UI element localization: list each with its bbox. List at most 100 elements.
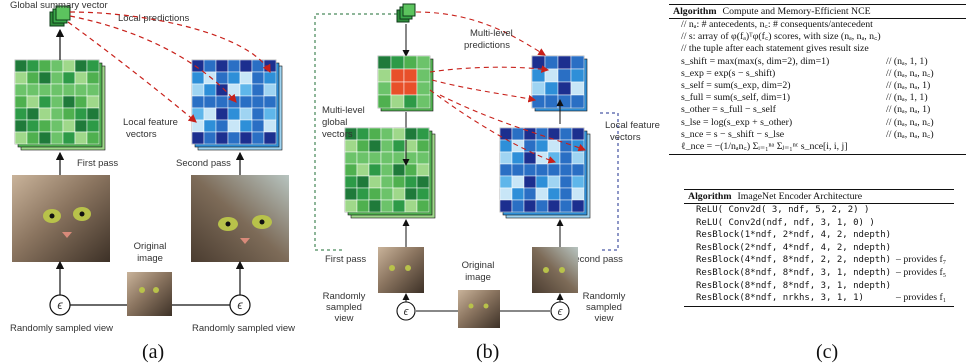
- feature-cell: [50, 107, 64, 121]
- nce-annotation: // (nₐ, 1, 1): [886, 92, 928, 104]
- feature-cell: [38, 119, 52, 133]
- nce-line: s_lse = log(s_exp + s_other)// (nₐ, nₐ, …: [669, 117, 966, 129]
- feature-cell: [263, 95, 277, 109]
- feature-cell: [570, 68, 585, 83]
- feature-cell: [368, 151, 382, 165]
- global-summary-vector-cube: [49, 5, 71, 27]
- feature-cell: [14, 83, 28, 97]
- feature-cell: [499, 187, 513, 201]
- epsilon-node-right: [229, 294, 251, 316]
- feature-cell: [404, 175, 418, 189]
- feature-cell: [511, 187, 525, 201]
- feature-cell: [557, 55, 572, 70]
- feature-cell: [215, 71, 229, 85]
- nce-line: s_exp = exp(s − s_shift)// (nₐ, nₐ, n꜀): [669, 68, 966, 80]
- feature-cell: [570, 55, 585, 70]
- feature-cell: [191, 95, 205, 109]
- feature-cell: [404, 151, 418, 165]
- feature-cell: [251, 131, 265, 145]
- feature-cell: [14, 59, 28, 73]
- feature-cell: [547, 163, 561, 177]
- feature-cell: [416, 175, 430, 189]
- caption-b: (b): [476, 341, 499, 363]
- b-cat-photo-original: [458, 290, 500, 328]
- nce-annotation: // (nₐ, nₐ, n꜀): [886, 116, 934, 128]
- feature-cell: [62, 83, 76, 97]
- feature-cell: [547, 187, 561, 201]
- nce-line: s_self = sum(s_exp, dim=2)// (nₐ, nₐ, 1): [669, 80, 966, 92]
- feature-cell: [368, 139, 382, 153]
- feature-cell: [251, 71, 265, 85]
- feature-cell: [377, 94, 392, 109]
- feature-cell: [86, 95, 100, 109]
- feature-cell: [26, 131, 40, 145]
- nce-line: ℓ_nce = −(1/nₐn꜀) Σᵢ₌₁ⁿᵃ Σⱼ₌₁ⁿᶜ s_nce[i,…: [669, 141, 966, 153]
- feature-cell: [239, 119, 253, 133]
- feature-cell: [511, 151, 525, 165]
- feature-cell: [74, 95, 88, 109]
- b-cat-photo-left: [378, 247, 424, 293]
- feature-cell: [215, 107, 229, 121]
- feature-cell: [499, 163, 513, 177]
- feature-cell: [511, 175, 525, 189]
- feature-cell: [86, 83, 100, 97]
- feature-cell: [511, 127, 525, 141]
- nce-code: s_shift = max(max(s, dim=2), dim=1): [681, 55, 830, 67]
- feature-cell: [356, 175, 370, 189]
- feature-cell: [74, 71, 88, 85]
- feature-cell: [203, 119, 217, 133]
- feature-cell: [227, 131, 241, 145]
- feature-cell: [531, 94, 546, 109]
- sampled-view-left-label: Randomly sampled view: [10, 323, 113, 334]
- feature-cell: [571, 151, 585, 165]
- feature-cell: [404, 127, 418, 141]
- feature-cell: [26, 59, 40, 73]
- nce-line: s_other = s_full − s_self// (nₐ, nₐ, 1): [669, 104, 966, 116]
- sampled-view-right-label: Randomly sampled view: [192, 323, 295, 334]
- feature-cell: [344, 139, 358, 153]
- feature-cell: [392, 163, 406, 177]
- feature-cell: [570, 94, 585, 109]
- feature-cell: [535, 163, 549, 177]
- feature-cell: [535, 127, 549, 141]
- feature-cell: [416, 199, 430, 213]
- feature-cell: [390, 81, 405, 96]
- feature-cell: [559, 127, 573, 141]
- feature-cell: [544, 94, 559, 109]
- feature-cell: [523, 139, 537, 153]
- feature-cell: [203, 131, 217, 145]
- b-epsilon-right: ϵ: [558, 306, 563, 318]
- encoder-line: ResBlock(8*ndf, 8*ndf, 3, 1, ndepth): [684, 280, 954, 293]
- encoder-code: ResBlock(8*ndf, 8*ndf, 3, 1, ndepth): [696, 280, 892, 291]
- feature-cell: [26, 71, 40, 85]
- feature-cell: [74, 119, 88, 133]
- feature-cell: [392, 187, 406, 201]
- feature-cell: [14, 95, 28, 109]
- feature-cell: [62, 59, 76, 73]
- epsilon-node-left: [49, 294, 71, 316]
- feature-cell: [368, 199, 382, 213]
- feature-cell: [368, 175, 382, 189]
- feature-cell: [227, 71, 241, 85]
- feature-cell: [416, 68, 431, 83]
- feature-cell: [416, 163, 430, 177]
- nce-code: ℓ_nce = −(1/nₐn꜀) Σᵢ₌₁ⁿᵃ Σⱼ₌₁ⁿᶜ s_nce[i,…: [681, 141, 848, 153]
- feature-cell: [14, 107, 28, 121]
- feature-cell: [535, 151, 549, 165]
- feature-cell: [14, 119, 28, 133]
- feature-cell: [50, 71, 64, 85]
- encoder-annotation: – provides f₁: [896, 292, 947, 304]
- feature-cell: [390, 94, 405, 109]
- feature-cell: [239, 71, 253, 85]
- global-summary-vector-label: Global summary vector: [10, 0, 108, 11]
- feature-cell: [50, 131, 64, 145]
- nce-line: // nₐ: # antecedents, n꜀: # consequents/…: [669, 19, 966, 31]
- feature-cell: [392, 127, 406, 141]
- feature-cell: [251, 95, 265, 109]
